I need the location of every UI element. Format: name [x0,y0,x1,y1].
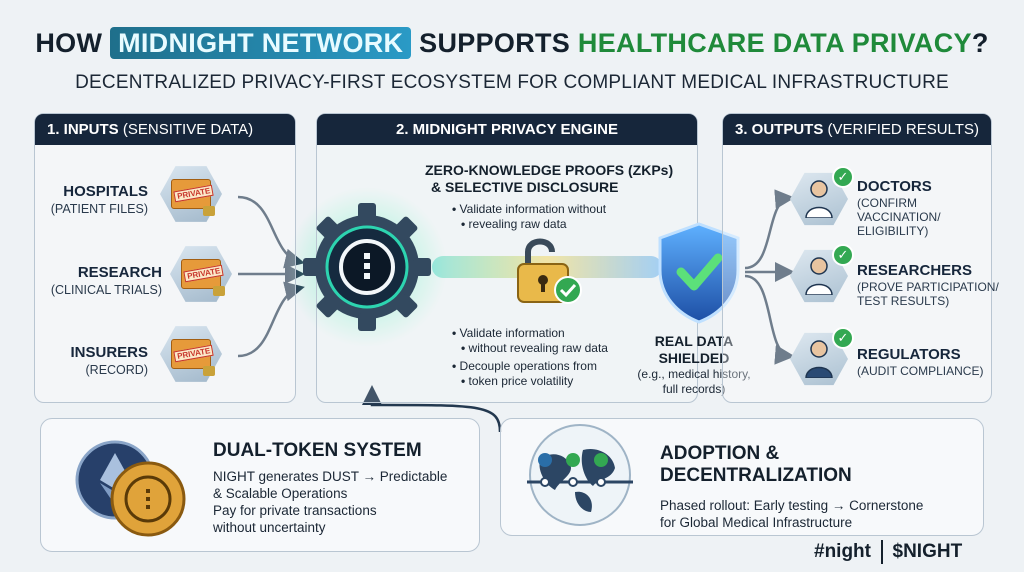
inputs-header-title: 1. INPUTS [47,121,119,138]
adoption-title-line-1: ADOPTION & [660,443,780,464]
input-sub: (RECORD) [85,363,149,377]
input-label: RESEARCH [77,264,162,281]
input-label: INSURERS [70,344,148,361]
inputs-header: 1. INPUTS (SENSITIVE DATA) [35,114,295,145]
bullet-line: Decouple operations from [452,359,642,374]
output-sub: (AUDIT COMPLIANCE) [857,364,984,378]
adoption-title-line-2: DECENTRALIZATION [660,465,852,486]
lock-icon [203,206,215,216]
page-subtitle: DECENTRALIZED PRIVACY-FIRST ECOSYSTEM FO… [75,72,949,93]
zkp-title: ZERO-KNOWLEDGE PROOFS (ZKPs) & SELECTIVE… [425,162,673,196]
adoption-content: ADOPTION & DECENTRALIZATION Phased rollo… [660,443,980,531]
output-sub: TEST RESULTS) [857,294,950,308]
dual-token-line: without uncertainty [213,520,326,535]
input-item-research: RESEARCH (CLINICAL TRIALS) [40,264,162,298]
title-green: HEALTHCARE DATA PRIVACY [577,28,972,58]
check-icon: ✓ [832,166,854,188]
output-item-doctors: DOCTORS (CONFIRM VACCINATION/ ELIGIBILIT… [857,178,987,238]
dual-token-line: Pay for private transactions [213,503,377,518]
check-icon: ✓ [832,327,854,349]
person-icon [805,340,833,378]
input-sub: (PATIENT FILES) [50,202,148,216]
output-sub: (PROVE PARTICIPATION/ [857,280,999,294]
output-sub: VACCINATION/ [857,210,941,224]
outputs-header: 3. OUTPUTS (VERIFIED RESULTS) [723,114,991,145]
zkp-bullet-top: Validate information without revealing r… [452,202,652,232]
zkp-title-line-1: ZERO-KNOWLEDGE PROOFS (ZKPs) [425,162,674,178]
output-label: DOCTORS [857,178,932,195]
outputs-header-note: (VERIFIED RESULTS) [827,121,979,138]
output-label: RESEARCHERS [857,262,973,279]
input-sub: (CLINICAL TRIALS) [50,283,162,297]
outputs-panel: 3. OUTPUTS (VERIFIED RESULTS) [722,113,992,403]
bullet-line: revealing raw data [452,217,652,232]
dual-token-line: & Scalable Operations [213,486,348,501]
dual-token-title: DUAL-TOKEN SYSTEM [213,440,422,461]
input-item-insurers: INSURERS (RECORD) [40,344,148,378]
page-title: HOW MIDNIGHT NETWORK SUPPORTS HEALTHCARE… [0,27,1024,59]
shield-icon [658,222,740,324]
inputs-header-note: (SENSITIVE DATA) [122,121,254,138]
output-sub: ELIGIBILITY) [857,224,929,238]
brand-hashtag: #night [814,541,871,562]
output-item-researchers: RESEARCHERS (PROVE PARTICIPATION/ TEST R… [857,262,999,308]
check-icon: ✓ [832,244,854,266]
dual-token-content: DUAL-TOKEN SYSTEM NIGHT generates DUST →… [213,440,475,536]
title-highlight: MIDNIGHT NETWORK [110,27,412,59]
adoption-line: Phased rollout: Early testing → Cornerst… [660,498,924,513]
padlock-icon [517,238,582,304]
engine-bullets: Validate information without revealing r… [452,326,642,389]
bullet-line: Validate information [452,326,642,341]
brand-footer: #night $NIGHT [814,540,962,564]
shield-sub-line-2: full records) [662,382,726,396]
output-sub: (CONFIRM [857,196,917,210]
person-icon [805,257,833,295]
output-label: REGULATORS [857,346,961,363]
title-suffix: ? [971,28,989,58]
bullet-line: Validate information without [452,202,652,217]
zkp-title-line-2: & SELECTIVE DISCLOSURE [431,179,619,195]
outputs-header-title: 3. OUTPUTS [735,121,824,138]
adoption-line: for Global Medical Infrastructure [660,515,853,530]
brand-ticker: $NIGHT [892,541,963,562]
globe-roadmap-icon [527,424,633,526]
shield-label-line-2: SHIELDED [658,350,730,366]
brand-separator [881,540,883,564]
engine-header: 2. MIDNIGHT PRIVACY ENGINE [317,114,697,145]
output-item-regulators: REGULATORS (AUDIT COMPLIANCE) [857,346,987,378]
lock-icon [203,366,215,376]
title-prefix: HOW [35,28,103,58]
input-item-hospitals: HOSPITALS (PATIENT FILES) [40,183,148,217]
input-label: HOSPITALS [63,183,148,200]
lock-icon [213,286,225,296]
dual-token-line: NIGHT generates DUST → Predictable [213,469,448,484]
bullet-line: without revealing raw data [452,341,642,356]
gear-icon [303,203,431,331]
person-icon [805,180,833,218]
title-middle: SUPPORTS [419,28,571,58]
bullet-line: token price volatility [452,374,642,389]
coins-icon [75,440,186,537]
shield-label-line-1: REAL DATA [654,333,734,349]
